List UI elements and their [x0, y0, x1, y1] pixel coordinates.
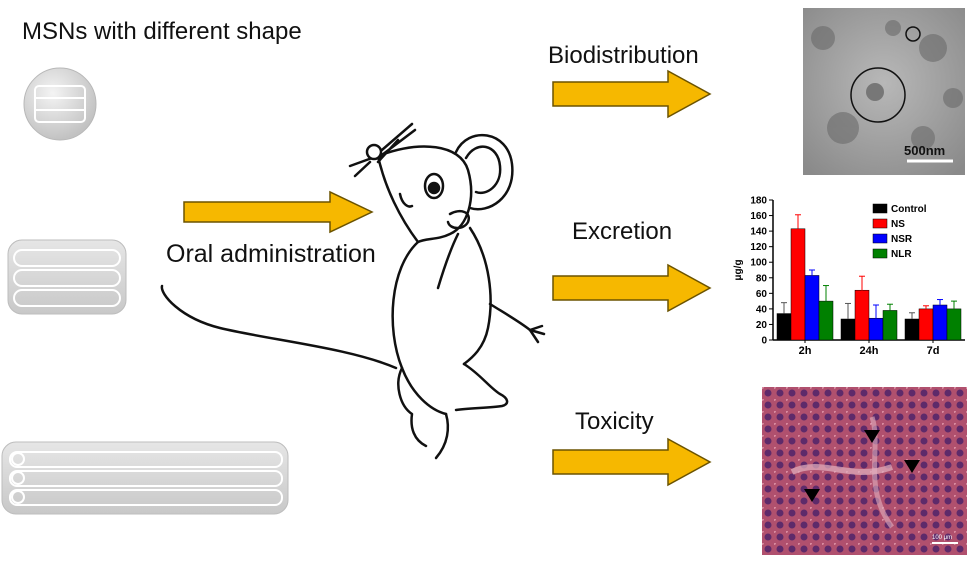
bar — [932, 304, 948, 341]
bar — [804, 275, 820, 341]
mouse-drawing — [160, 122, 546, 460]
figure-title: MSNs with different shape — [22, 18, 302, 45]
oral-arrow — [183, 190, 374, 234]
bar — [854, 289, 870, 341]
excretion-label: Excretion — [572, 218, 673, 245]
legend-label: NLR — [891, 249, 912, 260]
bar — [818, 300, 834, 341]
bar — [776, 313, 792, 341]
legend-swatch — [872, 203, 888, 214]
y-tick-label: 80 — [756, 273, 768, 284]
bar — [840, 318, 856, 341]
y-tick-label: 100 — [750, 258, 767, 269]
tem-micrograph: 500nm — [803, 8, 965, 175]
biodistribution-arrow — [552, 69, 712, 119]
y-axis-label: μg/g — [733, 259, 744, 280]
legend-label: NSR — [891, 234, 913, 245]
bar — [918, 308, 934, 341]
y-tick-label: 60 — [756, 289, 768, 300]
bar — [868, 317, 884, 341]
legend-swatch — [872, 233, 888, 244]
y-tick-label: 0 — [761, 336, 767, 347]
particle-shapes — [1, 67, 289, 515]
bar — [882, 310, 898, 341]
legend-swatch — [872, 218, 888, 229]
biodistribution-label: Biodistribution — [548, 42, 699, 69]
legend-label: NS — [891, 219, 905, 230]
x-tick-label: 24h — [860, 345, 879, 357]
toxicity-arrow — [552, 437, 712, 487]
histology-scale-label: 100 μm — [932, 535, 952, 541]
x-tick-label: 7d — [927, 345, 940, 357]
bar — [904, 318, 920, 341]
histology-image: 100 μm — [762, 387, 967, 555]
y-tick-label: 160 — [750, 211, 767, 222]
y-tick-label: 140 — [750, 227, 767, 238]
oral-administration-label: Oral administration — [166, 240, 376, 268]
sphere-particle — [23, 67, 97, 141]
y-tick-label: 180 — [750, 196, 767, 207]
x-tick-label: 2h — [799, 345, 812, 357]
y-tick-label: 120 — [750, 242, 767, 253]
excretion-arrow — [552, 263, 712, 313]
excretion-bar-chart: 0 20 40 60 80 100 120 140 160 180 μg/g 2h 24h 7d Contr… — [733, 196, 965, 357]
legend-swatch — [872, 248, 888, 259]
tem-scale-label: 500nm — [904, 143, 945, 158]
bar — [790, 228, 806, 341]
long-rod-particle — [1, 441, 289, 515]
legend-label: Control — [891, 204, 927, 215]
short-rod-particle — [7, 239, 127, 315]
y-tick-label: 40 — [756, 304, 768, 315]
toxicity-label: Toxicity — [575, 408, 654, 435]
bar — [946, 308, 962, 341]
y-tick-label: 20 — [756, 320, 768, 331]
